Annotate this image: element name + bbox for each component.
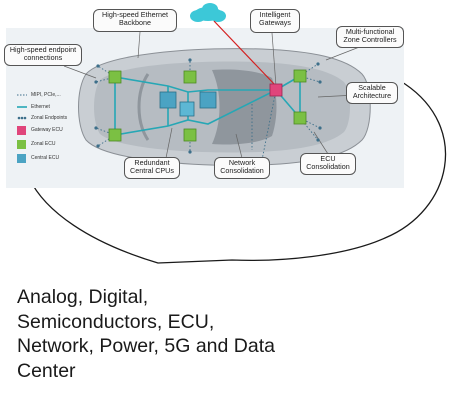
callout-intelligent-gateways: Intelligent Gateways <box>250 9 300 33</box>
callout-high-speed-endpoint-connections: High-speed endpoint connections <box>4 44 82 66</box>
cloud-gateway-link <box>213 20 277 87</box>
legend-label-central-ecu: Central ECU <box>31 155 60 161</box>
legend-label-ethernet: Ethernet <box>31 104 50 110</box>
gateway-ecu <box>269 83 283 97</box>
legend-label-zonal-ecu: Zonal ECU <box>31 141 56 147</box>
zonal-ecu <box>108 70 122 84</box>
central-ecu <box>179 101 195 117</box>
callout-ecu-consolidation: ECU Consolidation <box>300 153 356 175</box>
zonal-ecu-nodes <box>108 69 307 142</box>
backbone-lines <box>114 75 301 136</box>
callout-redundant-central-cpus: Redundant Central CPUs <box>124 157 180 179</box>
callout-high-speed-ethernet-backbone: High-speed Ethernet Backbone <box>93 9 177 32</box>
car-top-view <box>78 48 371 166</box>
zonal-endpoints-legend-icon <box>17 116 27 120</box>
caption-line: Center <box>17 359 76 382</box>
cloud-icon <box>190 3 226 22</box>
callout-scalable-architecture: Scalable Architecture <box>346 82 398 104</box>
caption-line: Network, Power, 5G and Data <box>17 335 275 357</box>
legend-label-zonal-endpoints: Zonal Endpoints <box>31 115 68 121</box>
zonal-ecu <box>183 128 197 142</box>
caption-text: Analog, Digital, Semiconductors, ECU, Ne… <box>17 285 437 383</box>
callout-leaders <box>63 31 363 159</box>
legend-label-mipi: MIPI, PCIe,... <box>31 92 61 98</box>
gateway-ecu-legend-icon <box>17 126 26 135</box>
zonal-ecu <box>108 128 122 142</box>
callout-multi-functional-zone-controllers: Multi-functional Zone Controllers <box>336 26 404 48</box>
callout-network-consolidation: Network Consolidation <box>214 157 270 179</box>
central-ecu-legend-icon <box>17 154 26 163</box>
legend-icons <box>17 94 27 163</box>
central-ecu <box>159 91 177 109</box>
caption-line: Analog, Digital, <box>17 286 149 308</box>
central-ecu <box>199 91 217 109</box>
zonal-ecu-legend-icon <box>17 140 26 149</box>
zonal-ecu <box>183 70 197 84</box>
zonal-ecu <box>293 69 307 83</box>
caption-line: Semiconductors, ECU, <box>17 310 215 333</box>
central-ecu-nodes <box>159 91 217 117</box>
zonal-ecu <box>293 111 307 125</box>
legend-label-gateway-ecu: Gateway ECU <box>31 127 63 133</box>
